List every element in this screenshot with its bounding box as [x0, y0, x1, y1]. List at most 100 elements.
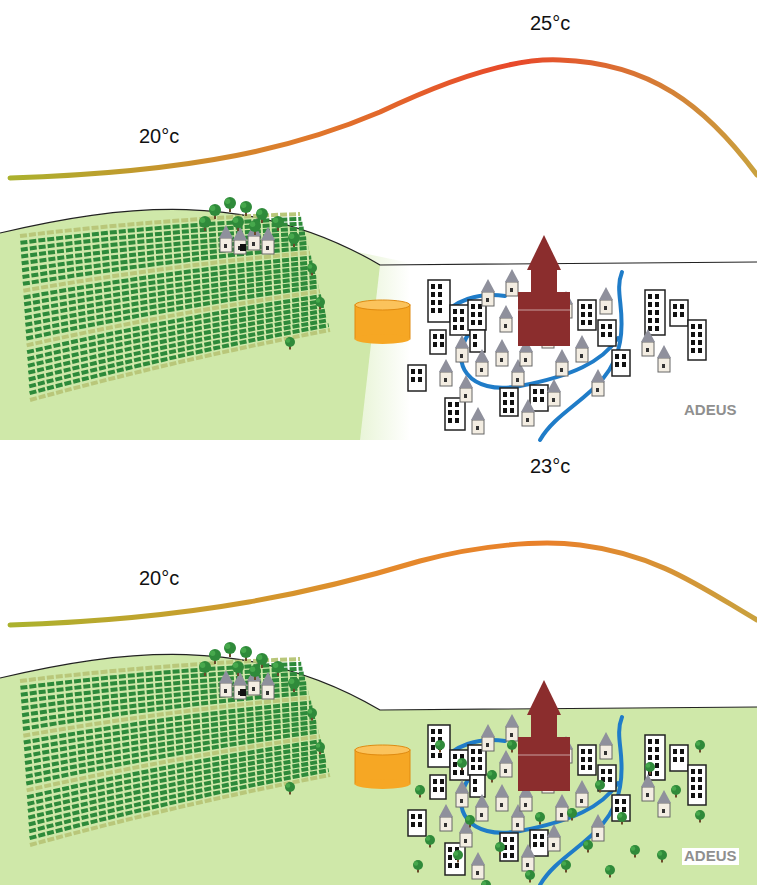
window — [691, 793, 695, 798]
tree-highlight — [618, 813, 623, 818]
tree-highlight — [584, 841, 589, 846]
window — [581, 304, 585, 309]
vine-row — [26, 282, 318, 332]
building — [428, 280, 450, 322]
window — [691, 769, 695, 774]
tree-crown — [453, 850, 463, 860]
house — [600, 300, 612, 314]
church-tower — [531, 713, 557, 739]
house-roof — [657, 345, 671, 358]
tree-crown — [224, 642, 236, 654]
tree-crown — [605, 865, 615, 875]
window — [471, 757, 475, 762]
tree-crown — [567, 808, 577, 818]
house — [460, 388, 472, 402]
window — [680, 749, 684, 754]
tree-highlight — [233, 218, 238, 223]
tree-highlight — [672, 786, 677, 791]
window — [601, 332, 605, 337]
window — [622, 354, 626, 359]
window — [691, 777, 695, 782]
window — [588, 765, 592, 770]
tree-crown — [209, 649, 221, 661]
window — [478, 757, 482, 762]
window — [698, 777, 702, 782]
tree-crown — [315, 742, 325, 752]
window — [455, 402, 459, 407]
window — [438, 292, 442, 297]
window — [662, 364, 665, 368]
house-roof — [575, 780, 589, 793]
tree-highlight — [536, 813, 541, 818]
building — [470, 330, 485, 352]
building — [428, 725, 450, 767]
tree-crown — [657, 850, 667, 860]
house-roof — [481, 279, 495, 292]
window — [648, 302, 652, 307]
window — [533, 834, 537, 839]
tree-crown — [671, 785, 681, 795]
window — [480, 813, 483, 817]
window — [604, 306, 607, 310]
church-spire — [527, 680, 561, 715]
building — [670, 300, 688, 326]
window — [464, 839, 467, 843]
window — [471, 320, 475, 325]
building — [500, 388, 518, 416]
temperature-label: 20°c — [137, 125, 181, 147]
window — [504, 769, 507, 773]
church-line — [518, 755, 570, 756]
house — [556, 807, 568, 821]
tree-highlight — [414, 861, 419, 866]
window — [622, 799, 626, 804]
tree-highlight — [488, 771, 493, 776]
window — [438, 300, 442, 305]
tree-crown — [457, 758, 467, 768]
house — [548, 392, 560, 406]
tree-highlight — [289, 679, 294, 684]
window — [476, 426, 479, 430]
house — [234, 685, 246, 699]
window — [510, 837, 514, 842]
building — [470, 775, 485, 797]
window — [648, 318, 652, 323]
building — [578, 745, 596, 775]
house-roof — [521, 844, 535, 857]
tree-crown — [487, 770, 497, 780]
house — [512, 372, 524, 386]
house — [234, 240, 246, 254]
window — [673, 312, 677, 317]
window — [460, 309, 464, 314]
window — [500, 803, 503, 807]
window — [503, 853, 507, 858]
window — [448, 402, 452, 407]
tree-crown — [595, 780, 605, 790]
window — [431, 729, 435, 734]
house — [476, 362, 488, 376]
building — [530, 830, 548, 856]
building — [530, 385, 548, 411]
window — [503, 400, 507, 405]
window — [580, 354, 583, 358]
tree-crown — [272, 661, 284, 673]
vine-row — [30, 330, 330, 400]
green-field-fade — [300, 240, 420, 440]
tree-highlight — [250, 667, 255, 672]
window — [453, 754, 457, 759]
window — [453, 770, 457, 775]
tree-highlight — [286, 338, 291, 343]
window — [560, 813, 563, 817]
temperature-label: 20°c — [137, 567, 181, 589]
window — [478, 312, 482, 317]
house-roof — [475, 794, 489, 807]
window — [655, 755, 659, 760]
house — [500, 763, 512, 777]
vine-row — [29, 320, 327, 386]
house — [476, 807, 488, 821]
window — [510, 400, 514, 405]
house — [642, 787, 654, 801]
temperature-curve — [10, 543, 757, 625]
window — [673, 749, 677, 754]
house — [658, 358, 670, 372]
house — [262, 240, 274, 254]
